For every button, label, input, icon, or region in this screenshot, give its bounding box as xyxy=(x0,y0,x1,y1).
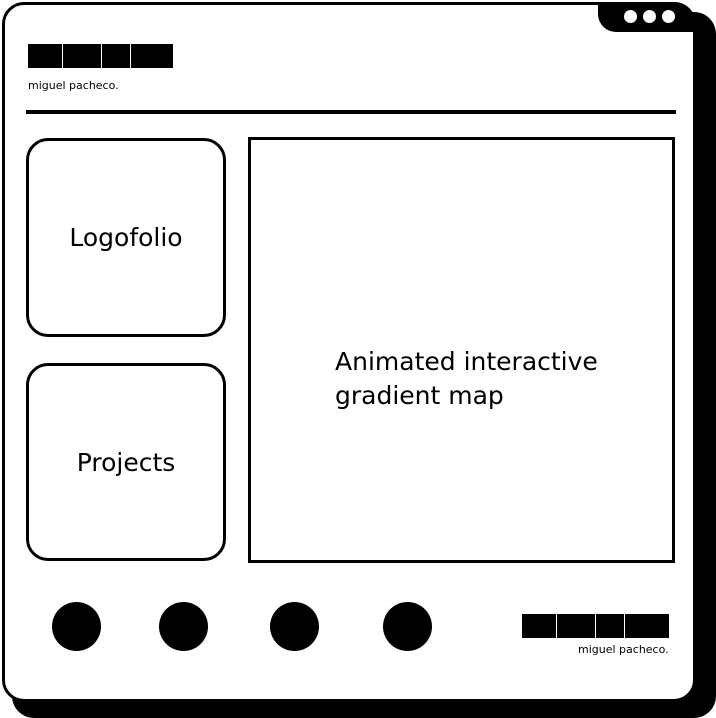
circle-link-icon[interactable] xyxy=(52,602,101,651)
circle-link-icon[interactable] xyxy=(159,602,208,651)
gradient-map-panel[interactable]: Animated interactive gradient map xyxy=(248,137,675,563)
header-divider xyxy=(26,110,676,114)
projects-label: Projects xyxy=(76,447,176,477)
circle-link-icon[interactable] xyxy=(383,602,432,651)
logofolio-card[interactable]: Logofolio xyxy=(26,138,226,337)
footer-brand-logo[interactable] xyxy=(522,614,670,638)
panel-caption-line1: Animated interactive xyxy=(335,347,598,376)
circle-link-icon[interactable] xyxy=(270,602,319,651)
panel-caption: Animated interactive gradient map xyxy=(335,345,655,413)
projects-card[interactable]: Projects xyxy=(26,363,226,561)
brand-logo[interactable] xyxy=(28,44,174,68)
window-dot-icon[interactable] xyxy=(662,10,675,23)
window-dot-icon[interactable] xyxy=(643,10,656,23)
window-dot-icon[interactable] xyxy=(624,10,637,23)
footer-brand-name: miguel pacheco. xyxy=(578,643,669,656)
brand-name: miguel pacheco. xyxy=(28,79,119,92)
window-controls xyxy=(598,2,696,32)
panel-caption-line2: gradient map xyxy=(335,381,504,410)
logofolio-label: Logofolio xyxy=(69,223,183,252)
